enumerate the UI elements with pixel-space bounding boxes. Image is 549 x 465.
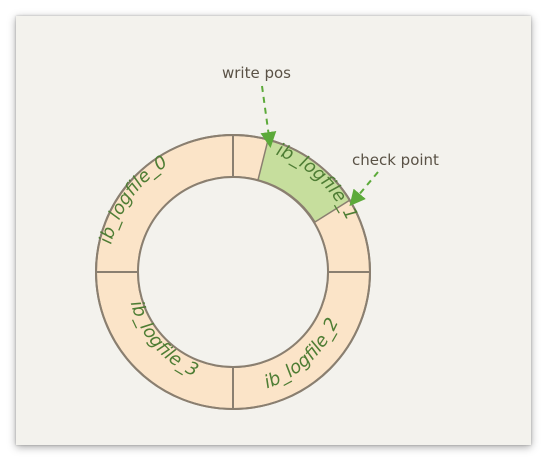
check-point-arrow xyxy=(349,171,379,207)
check-point-label: check point xyxy=(352,151,439,169)
write-pos-arrow xyxy=(260,85,277,148)
write-pos-label: write pos xyxy=(222,64,291,82)
